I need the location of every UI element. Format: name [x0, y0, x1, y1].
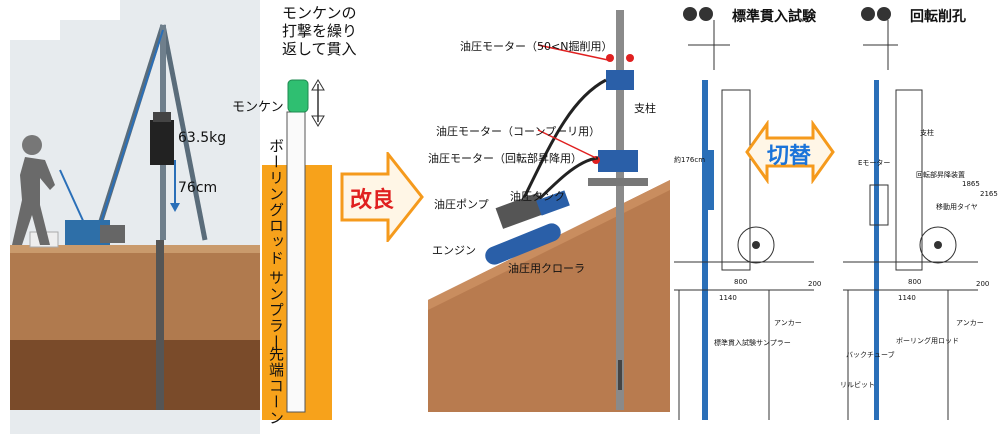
tripod-illustration: [10, 0, 332, 434]
panel-improved-rig: 油圧モーター（50<N掘削用） 油圧モーター（コーンプーリ用） 油圧モーター（回…: [428, 0, 670, 434]
spt-dim-176: 約176cm: [674, 156, 706, 164]
drop-height-label: 76cm: [178, 180, 218, 196]
pump-label: 油圧ポンプ: [434, 198, 489, 211]
improve-label: 改良: [350, 188, 395, 213]
rotary-technical-drawing: [843, 7, 978, 420]
spt-sampler: 標準貫入試験サンプラー: [714, 339, 791, 347]
rotary-dim-2165: 2165: [980, 190, 998, 198]
crawler-label: 油圧用クローラ: [508, 262, 585, 275]
rotary-anchor: アンカー: [956, 319, 984, 327]
engine-label: エンジン: [432, 244, 476, 257]
panel-standard-penetration: 標準貫入試験 約176cm 800 1140 200 アンカー 標準貫入試験サン…: [674, 0, 834, 434]
rotary-boring-rod: ボーリング用ロッド: [896, 337, 959, 345]
rotary-title: 回転削孔: [910, 9, 966, 25]
monken-description-line3: 返して貫入: [282, 40, 357, 58]
monken-description-line2: 打撃を繰り: [282, 22, 358, 40]
tip-cone-label: 先端コーン: [267, 346, 285, 426]
motor-50n-label: 油圧モーター（50<N掘削用）: [460, 40, 613, 53]
improve-arrow: 改良: [340, 152, 425, 242]
spt-dim-200: 200: [808, 280, 822, 288]
sampler-label: サンプラー: [267, 270, 285, 350]
arrow-right-icon: [340, 152, 424, 242]
spt-dim-1140: 1140: [719, 294, 737, 302]
rotary-dim-800: 800: [908, 278, 922, 286]
monken-description-line1: モンケンの: [282, 4, 357, 22]
panel-traditional-method: モンケンの 打撃を繰り 返して貫入 モンケン 63.5kg 76cm ボーリング…: [0, 0, 357, 434]
spt-dim-800: 800: [734, 278, 748, 286]
spt-technical-drawing: [674, 7, 814, 420]
rotary-dim-1865: 1865: [962, 180, 980, 188]
switch-label: 切替: [767, 144, 812, 169]
rotary-pillar: 支柱: [920, 129, 934, 137]
motor-cone-label: 油圧モーター（コーンプーリ用）: [436, 125, 601, 138]
spt-title: 標準貫入試験: [732, 9, 816, 25]
panel-rotary-drilling: 回転削孔 支柱 Eモーター 回転部昇降装置 移動用タイヤ 1865 2165 8…: [838, 0, 1000, 434]
rotary-tire: 移動用タイヤ: [936, 203, 978, 211]
rotary-motor: Eモーター: [858, 159, 891, 167]
monken-label: モンケン: [232, 100, 284, 115]
boring-rod-label: ボーリングロッド: [267, 138, 285, 266]
hydraulic-rig-illustration: [428, 10, 670, 412]
motor-rotation-label: 油圧モーター（回転部昇降用）: [428, 152, 582, 165]
rotary-dim-1140: 1140: [898, 294, 916, 302]
rotary-lift: 回転部昇降装置: [916, 171, 965, 179]
spt-anchor: アンカー: [774, 319, 802, 327]
switch-arrow: 切替: [745, 120, 835, 184]
tank-label: 油圧タンク: [510, 190, 565, 203]
rotary-dim-200: 200: [976, 280, 990, 288]
rotary-bit: リルビット: [840, 381, 875, 389]
pillar-label: 支柱: [634, 102, 656, 115]
weight-label: 63.5kg: [178, 130, 227, 146]
double-arrow-icon: [745, 120, 835, 184]
rotary-back-tube: バックチューブ: [846, 351, 895, 359]
